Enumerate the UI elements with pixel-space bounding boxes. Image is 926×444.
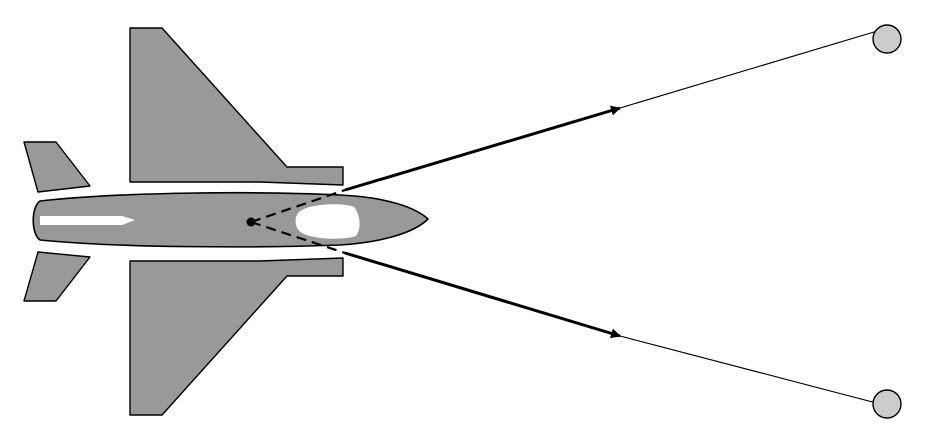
- fighter-jet-icon: [23, 27, 429, 416]
- lower-sight-line-thick: [344, 251, 621, 339]
- intake-stripe: [40, 216, 135, 225]
- canopy: [295, 204, 360, 239]
- upper-sight-line-thick: [344, 105, 621, 192]
- lower-sight-line-thin: [619, 335, 885, 406]
- upper-sight-line-thin: [619, 28, 885, 109]
- lower-tail: [23, 251, 91, 302]
- lower-target: [872, 389, 902, 419]
- eye-point: [246, 217, 256, 227]
- upper-tail: [23, 141, 91, 193]
- lower-dashed-line: [250, 220, 346, 255]
- upper-dashed-line: [250, 188, 346, 224]
- lower-wing: [129, 257, 344, 416]
- upper-wing: [129, 27, 344, 186]
- upper-target: [872, 24, 902, 54]
